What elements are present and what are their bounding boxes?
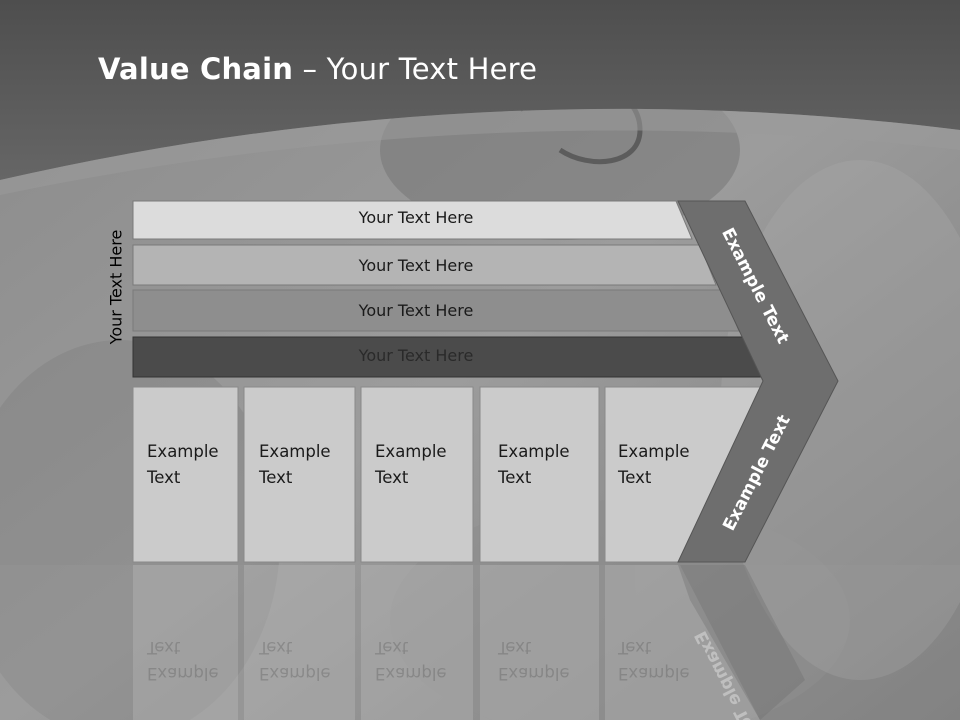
chevron-reflection — [678, 565, 805, 720]
box-label-1: Example Text — [147, 442, 219, 487]
box-label-reflection-4: Example Text — [498, 638, 570, 683]
bar-label-1: Your Text Here — [358, 208, 474, 227]
box-label-2: Example Text — [259, 442, 331, 487]
title-rest: – Your Text Here — [293, 52, 538, 86]
box-4 — [479, 386, 600, 563]
box-label-3: Example Text — [375, 442, 447, 487]
bar-2 — [132, 244, 717, 286]
box-label-5: Example Text — [618, 442, 690, 487]
bar-label-4: Your Text Here — [358, 346, 474, 365]
bar-label-3: Your Text Here — [358, 301, 474, 320]
chevron-arrow — [677, 200, 839, 563]
title-bold: Value Chain — [98, 52, 294, 86]
box-2 — [243, 386, 356, 563]
bar-1 — [132, 200, 693, 240]
box-label-reflection-3: Example Text — [375, 638, 447, 683]
box-label-reflection-1: Example Text — [147, 638, 219, 683]
box-reflections — [133, 565, 760, 720]
slide-title: Value Chain – Your Text Here — [98, 52, 537, 86]
bar-label-2: Your Text Here — [358, 256, 474, 275]
box-3 — [360, 386, 474, 563]
box-label-4: Example Text — [498, 442, 570, 487]
box-label-reflection-5: Example Text — [618, 638, 690, 683]
box-label-reflection-2: Example Text — [259, 638, 331, 683]
box-1 — [132, 386, 239, 563]
